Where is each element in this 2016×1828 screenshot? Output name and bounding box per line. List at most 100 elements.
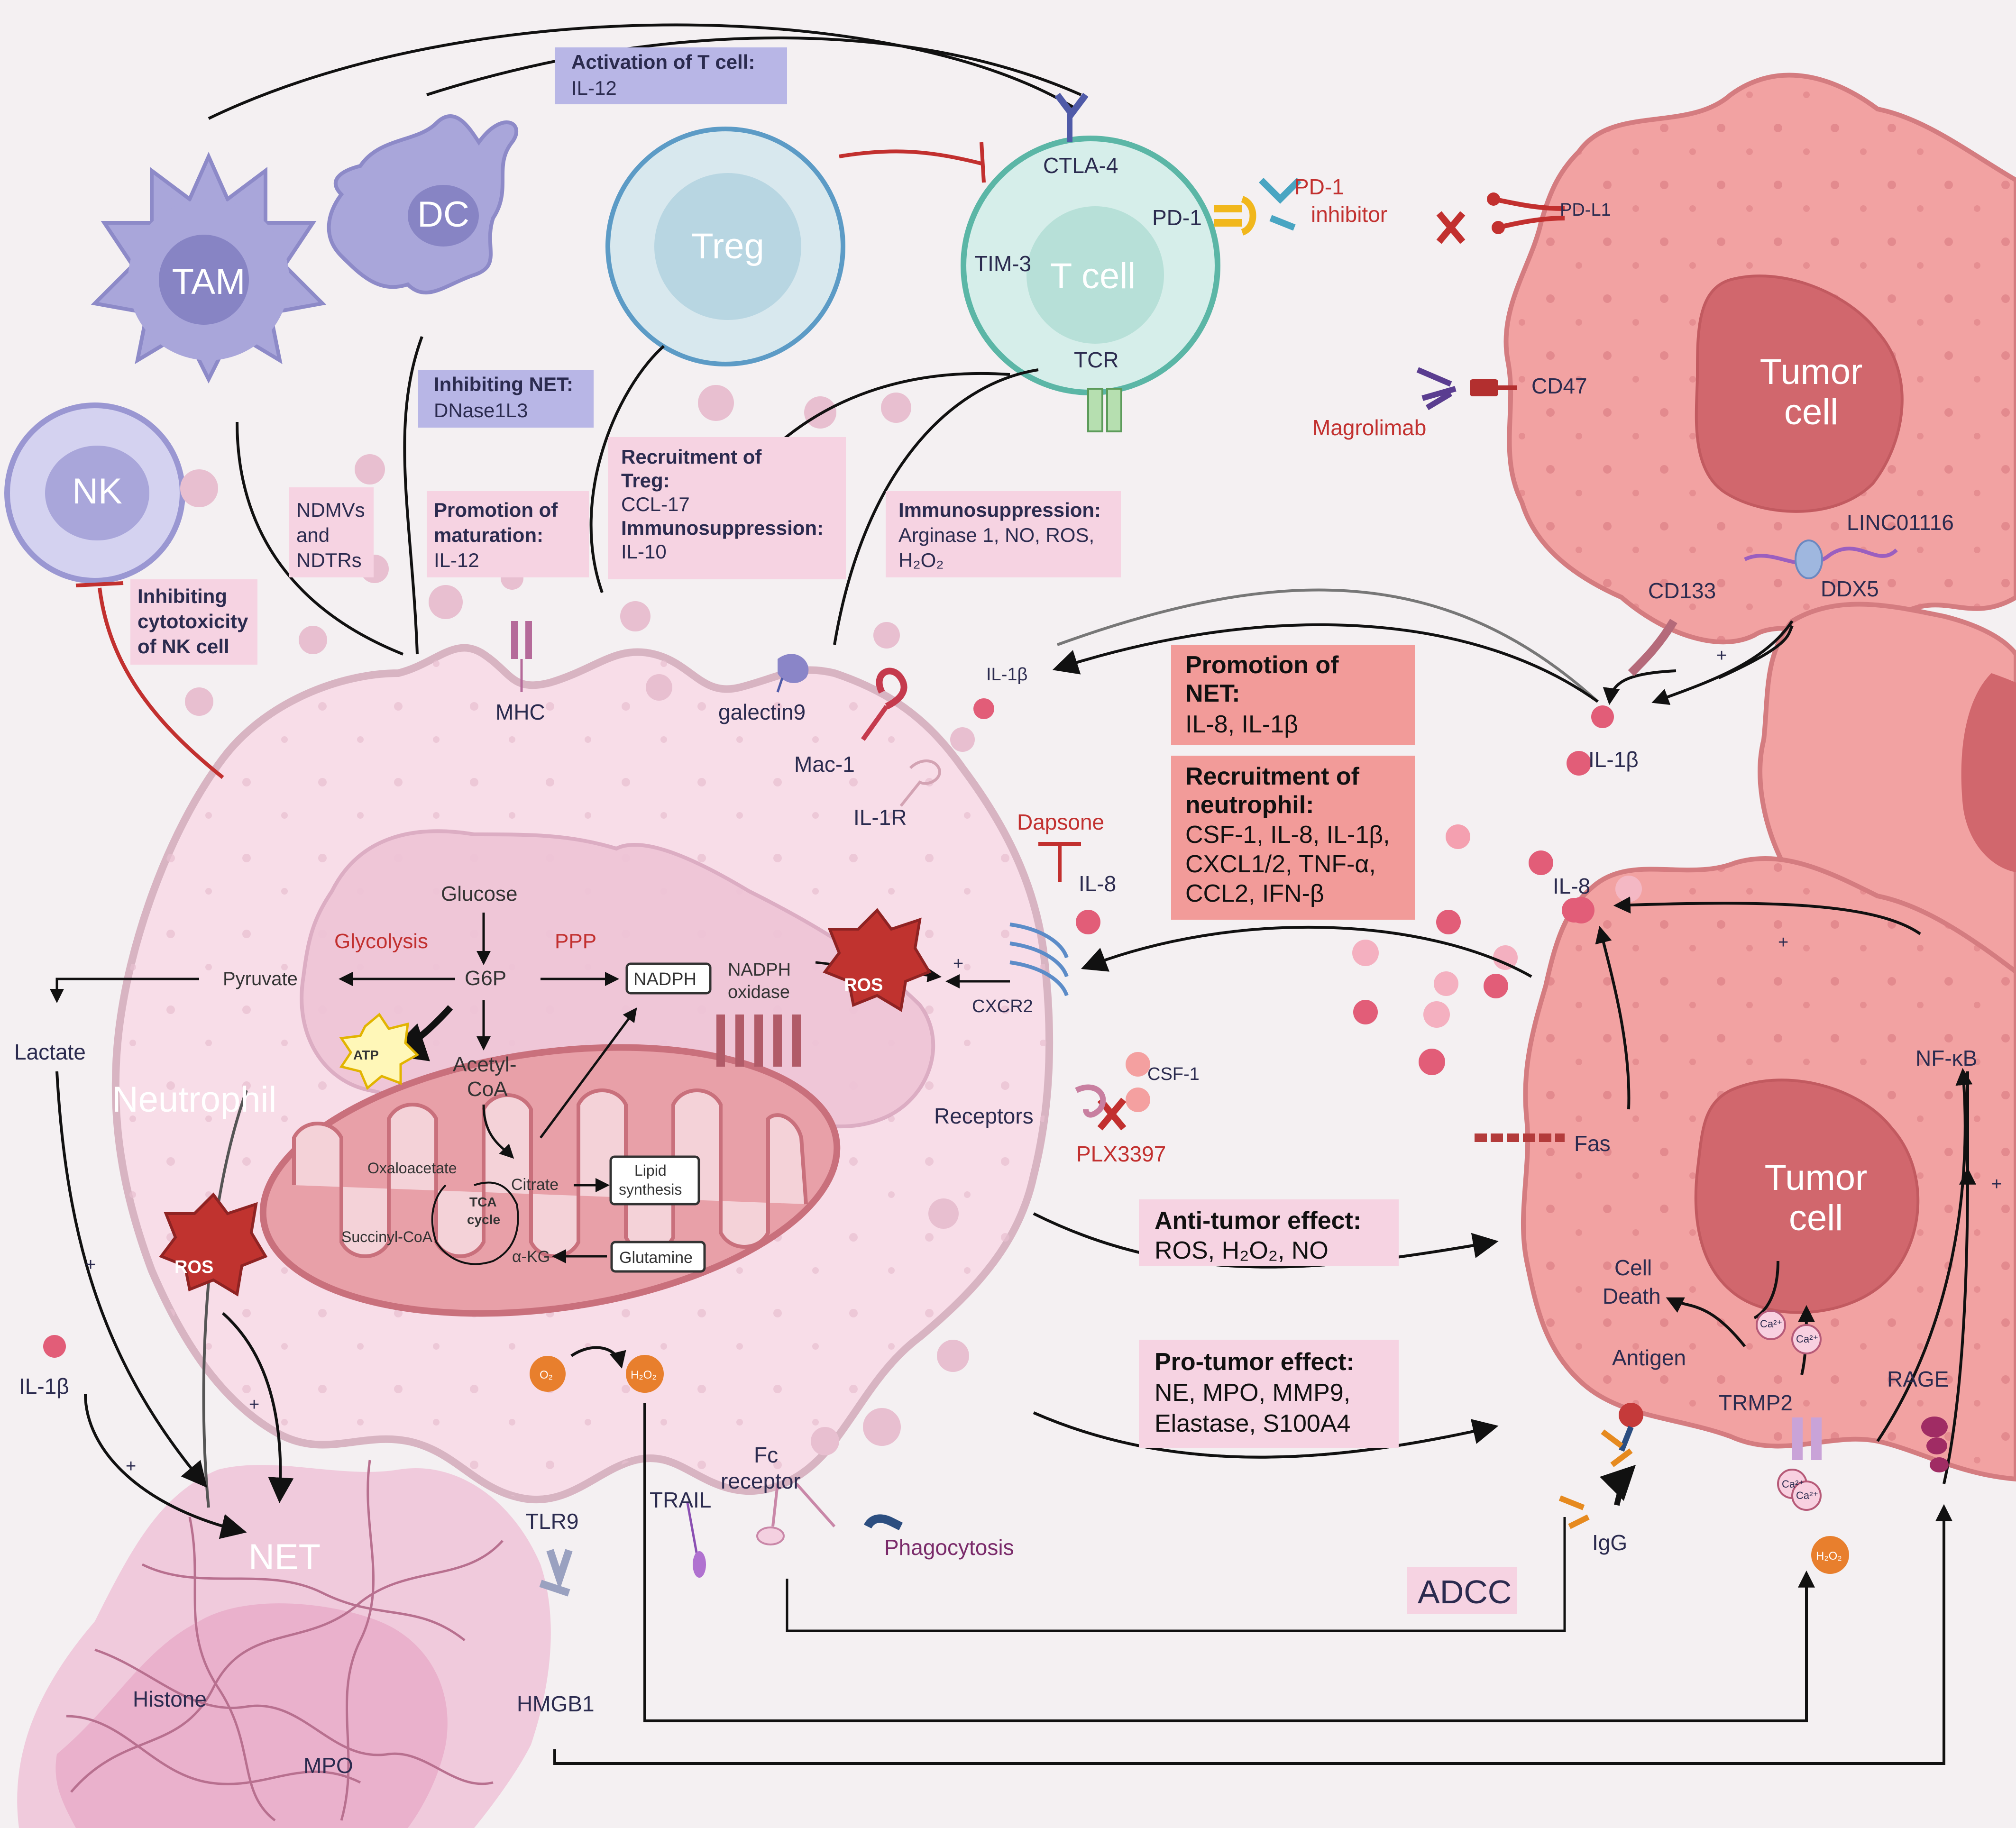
cxcr2-glyph: [1009, 923, 1069, 996]
ndmv-line3: NDTRs: [296, 549, 362, 571]
recruit-treg-title-2: Treg:: [621, 469, 670, 492]
h2o2-label-1: H₂O₂: [631, 1369, 657, 1381]
csf1-receptor-glyph: [1075, 1084, 1150, 1118]
recruit-treg-body2: IL-10: [621, 540, 667, 563]
adcc-label: ADCC: [1418, 1573, 1512, 1610]
tam-label: TAM: [172, 262, 246, 302]
box-immunosuppression: [886, 491, 1121, 577]
tcell-label: T cell: [1050, 256, 1136, 296]
anti-body: ROS, H₂O₂, NO: [1155, 1237, 1329, 1264]
antigen-glyph: [1619, 1403, 1643, 1452]
linc-label: LINC01116: [1847, 510, 1954, 535]
tim3-label: TIM-3: [974, 251, 1031, 276]
tcr-label: TCR: [1074, 347, 1119, 372]
il1r-label: IL-1R: [853, 805, 907, 830]
box-texts: Activation of T cell: IL-12 Inhibiting N…: [137, 51, 1101, 658]
ca-spheres: [1756, 1310, 1822, 1511]
pd1-label: PD-1: [1152, 205, 1202, 230]
ros-star-left-shape: [159, 1192, 268, 1297]
ddx5-label: DDX5: [1821, 576, 1879, 601]
tumor-nucleus-bottom: [1694, 1079, 1920, 1314]
immuno-title: Immunosuppression:: [898, 499, 1101, 521]
ca-label-1: Ca²⁺: [1760, 1318, 1782, 1330]
lipid-label-2: synthesis: [619, 1181, 682, 1198]
box-recruit-treg: [608, 437, 846, 579]
pd1-inhibitor-label-1: PD-1: [1294, 174, 1344, 199]
box-pro-tumor: [1139, 1340, 1399, 1448]
box-anti-tumor: [1139, 1199, 1399, 1266]
tlr9-label: TLR9: [525, 1509, 578, 1534]
pyruvate-label: Pyruvate: [223, 969, 298, 989]
receptors-label: Receptors: [934, 1104, 1034, 1128]
plus-3: +: [1991, 1174, 2002, 1194]
ddx5-glyph: [1744, 539, 1898, 579]
box-activation: [555, 47, 787, 104]
cytokine-droplets: [43, 698, 1642, 1358]
immuno-body1: Arginase 1, NO, ROS,: [898, 524, 1094, 546]
lactate-label: Lactate: [14, 1040, 86, 1064]
receptor-glyphs: [511, 92, 1949, 1597]
plus-6: +: [249, 1395, 259, 1415]
tam-cell: [91, 152, 327, 384]
t-cell: [961, 136, 1220, 395]
acetyl-label-1: Acetyl-: [453, 1053, 516, 1076]
h2o2-label-2: H₂O₂: [1816, 1550, 1842, 1563]
ros-star-right-shape: [823, 908, 932, 1012]
promo-net-title-1: Promotion of: [1185, 651, 1339, 679]
box-glutamine: [610, 1241, 706, 1273]
trail-glyph: [686, 1502, 706, 1578]
il1r-glyph: [899, 759, 941, 807]
tumor-top-label-2: cell: [1784, 392, 1838, 432]
ndmv-line1: NDMVs: [296, 499, 365, 521]
rage-glyph: [1921, 1417, 1949, 1472]
box-adcc: [1407, 1567, 1517, 1614]
mac1-label: Mac-1: [794, 752, 855, 777]
plus-5: +: [85, 1255, 96, 1275]
nk-inhibit-line2: cytotoxicity: [137, 610, 248, 632]
ctla4-label: CTLA-4: [1043, 153, 1118, 178]
glycolysis-label: Glycolysis: [334, 930, 428, 953]
pd1-glyph: [1214, 196, 1256, 236]
trmp2-label: TRMP2: [1719, 1390, 1793, 1415]
recruit-neut-body1: CSF-1, IL-8, IL-1β,: [1185, 821, 1390, 849]
cell-death-label-2: Death: [1603, 1284, 1661, 1308]
anti-title: Anti-tumor effect:: [1155, 1207, 1361, 1234]
phagocytosis-label: Phagocytosis: [884, 1535, 1014, 1560]
nadph-oxidase-label-2: oxidase: [728, 982, 790, 1002]
nk-cell: [4, 402, 185, 584]
oxygen-spheres: [530, 1355, 1849, 1574]
dc-label: DC: [417, 194, 469, 235]
fas-label: Fas: [1574, 1131, 1611, 1156]
nk-inhibit-line3: of NK cell: [137, 635, 229, 658]
magrolimab-glyph: [1416, 367, 1457, 411]
red-box-texts: Promotion of NET: IL-8, IL-1β Recruitmen…: [1155, 651, 1390, 1437]
akg-label: α-KG: [512, 1248, 550, 1266]
il1b-right-label: IL-1β: [1588, 747, 1639, 772]
pro-body2: Elastase, S100A4: [1155, 1410, 1350, 1437]
atp-burst-shape: [339, 1013, 420, 1090]
box-ndmv: [289, 487, 374, 577]
trmp2-glyph: [1792, 1417, 1822, 1460]
atp-label: ATP: [353, 1048, 379, 1062]
dapsone-label: Dapsone: [1017, 810, 1104, 834]
tcr-glyph: [1087, 388, 1122, 432]
tca-label-2: cycle: [467, 1212, 500, 1227]
metabolism-labels: Glucose Glycolysis PPP G6P Pyruvate NADP…: [174, 882, 883, 1277]
oxaloacetate-label: Oxaloacetate: [367, 1160, 457, 1177]
ca-label-2: Ca²⁺: [1796, 1333, 1818, 1345]
recruit-treg-body1: CCL-17: [621, 493, 690, 515]
inhibiting-net-body: DNase1L3: [434, 399, 528, 421]
recruit-neut-title-1: Recruitment of: [1185, 763, 1360, 790]
mhc-label: MHC: [495, 700, 545, 724]
net-region: [17, 1460, 551, 1828]
promotion-mat-title-1: Promotion of: [434, 499, 558, 521]
pdl1-label: PD-L1: [1560, 200, 1611, 220]
ca-label-3: Ca²⁺: [1782, 1478, 1804, 1490]
nk-label: NK: [72, 471, 122, 512]
pd1-inhibitor-label-2: inhibitor: [1311, 202, 1387, 227]
igg-glyph: [1558, 1429, 1633, 1529]
galectin9-glyph: [776, 654, 809, 693]
nadph-oxidase-label-1: NADPH: [728, 960, 791, 980]
